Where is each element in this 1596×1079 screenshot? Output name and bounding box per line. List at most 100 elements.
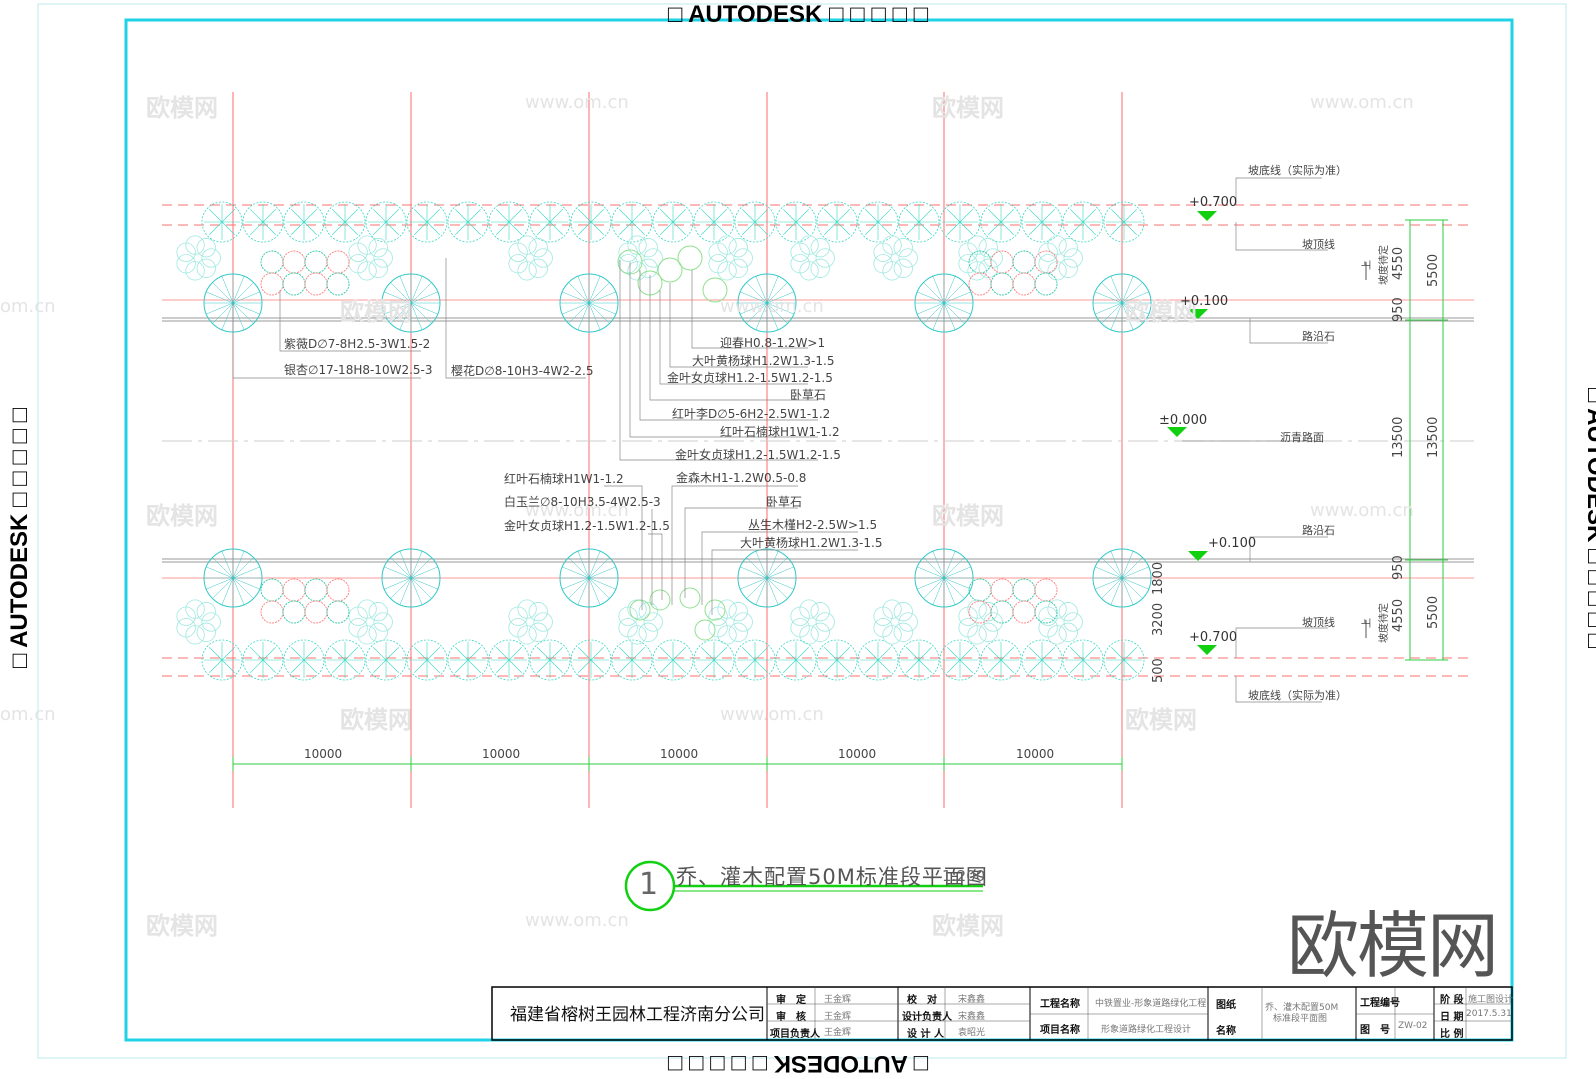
petal xyxy=(873,254,893,274)
tb-check-label: 校 对 xyxy=(907,995,937,1006)
shrub-ray xyxy=(303,209,317,223)
flower-shrub-symbol xyxy=(873,235,918,281)
label-wcs1: 卧草石 xyxy=(790,388,827,402)
petal xyxy=(368,258,388,278)
shrub-ray xyxy=(221,209,235,223)
petal xyxy=(196,622,216,642)
shrub-ray xyxy=(590,647,604,661)
tree-branch xyxy=(390,302,412,324)
tree-branch xyxy=(740,577,768,590)
tree-branch xyxy=(1095,291,1123,304)
petal xyxy=(967,599,987,619)
tree-branch xyxy=(577,551,590,579)
tree-branch xyxy=(766,557,788,579)
shrub-ray xyxy=(754,659,768,673)
tree-branch xyxy=(1121,302,1143,324)
shrub-ray xyxy=(836,659,850,673)
petal xyxy=(815,248,835,268)
shrub-ray xyxy=(631,221,645,235)
shrub-cluster xyxy=(1034,272,1058,296)
shrub-outline xyxy=(324,201,366,243)
tree-branch xyxy=(390,557,412,579)
dimension-segment: 10000 xyxy=(838,747,877,761)
shrub-ray xyxy=(1123,221,1137,235)
tb-project-name-label: 工程名称 xyxy=(1040,999,1080,1010)
petal xyxy=(799,599,819,619)
petal xyxy=(373,612,393,632)
petal xyxy=(196,602,216,622)
shrub-cluster xyxy=(1034,578,1058,602)
autodesk-stamp-top: □ AUTODESK □ □ □ □ □ xyxy=(667,1,929,28)
tree-branch xyxy=(221,577,234,605)
watermark: 欧模网 xyxy=(1125,706,1197,734)
flower-shrub-symbol xyxy=(790,599,835,645)
tree-branch xyxy=(410,302,438,315)
label-hysn1: 红叶石楠球H1W1-1.2 xyxy=(720,425,840,439)
shrub-ray xyxy=(742,209,756,223)
petal xyxy=(1058,238,1078,258)
dimension-vertical: 13500 xyxy=(1426,416,1441,458)
shrub-symbol xyxy=(242,201,284,243)
shrub-outline xyxy=(283,201,325,243)
shrub-outline xyxy=(775,639,817,681)
shrub-ray xyxy=(1082,209,1096,223)
shrub-symbol xyxy=(570,201,612,243)
flower-shrub-symbol xyxy=(618,235,663,281)
tree-branch xyxy=(766,566,794,579)
tb-design-lead-label: 设计负责人 xyxy=(902,1012,952,1023)
shrub-outline xyxy=(447,639,489,681)
dimension-vertical: 3200 xyxy=(1151,602,1166,636)
dimension-segment: 10000 xyxy=(304,747,343,761)
petal xyxy=(790,254,810,274)
shrub-ray xyxy=(1070,659,1084,673)
tb-item-name: 形象道路绿化工程设计 xyxy=(1101,1025,1192,1035)
shrub-ray xyxy=(373,209,387,223)
shrub-ray xyxy=(496,209,510,223)
shrub-symbol xyxy=(1062,201,1104,243)
shrub-symbol xyxy=(652,201,694,243)
leader-line xyxy=(711,549,858,615)
petal xyxy=(815,612,835,632)
shrub-ray xyxy=(619,209,633,223)
label-yx: 银杏∅17-18H8-10W2.5-3 xyxy=(284,363,433,377)
shrub-ray xyxy=(209,647,223,661)
tree-branch xyxy=(766,577,788,599)
small-shrub xyxy=(657,257,683,283)
tb-check-name: 宋鑫鑫 xyxy=(958,995,986,1005)
petal xyxy=(528,258,548,278)
shrub-ray xyxy=(824,659,838,673)
label-curb-1: 路沿石 xyxy=(1302,330,1335,343)
shrub-ray xyxy=(578,209,592,223)
shrub-cluster xyxy=(1034,600,1058,624)
shrub-ray xyxy=(1041,647,1055,661)
tree-branch xyxy=(588,557,610,579)
shrub-ray xyxy=(783,659,797,673)
tree-branch xyxy=(1101,577,1123,599)
shrub-outline xyxy=(283,639,325,681)
shrub-symbol xyxy=(283,639,325,681)
shrub-ray xyxy=(906,647,920,661)
label-hyl: 红叶李D∅5-6H2-2.5W1-1.2 xyxy=(672,407,831,421)
tree-branch xyxy=(577,577,590,605)
shrub-outline xyxy=(652,201,694,243)
flower-shrub-symbol xyxy=(873,599,918,645)
petal xyxy=(893,238,913,258)
shrub-outline xyxy=(816,639,858,681)
shrub-ray xyxy=(414,209,428,223)
elevation-top-slope: +0.700 xyxy=(1189,195,1238,210)
tb-review-label: 审 定 xyxy=(776,995,806,1006)
tree-branch xyxy=(588,551,601,579)
label-jynz3: 金叶女贞球H1.2-1.5W1.2-1.5 xyxy=(504,519,670,533)
shrub-ray xyxy=(836,647,850,661)
petal xyxy=(638,258,658,278)
shrub-ray xyxy=(332,209,346,223)
tb-sheet-label-2: 名称 xyxy=(1216,1026,1236,1037)
shrub-ray xyxy=(1029,647,1043,661)
petal xyxy=(618,254,638,274)
shrub-ray xyxy=(1082,221,1096,235)
shrub-ray xyxy=(508,647,522,661)
leader-line xyxy=(1235,627,1328,658)
shrub-outline xyxy=(775,201,817,243)
tree-branch xyxy=(410,291,438,304)
petal xyxy=(1038,618,1058,638)
